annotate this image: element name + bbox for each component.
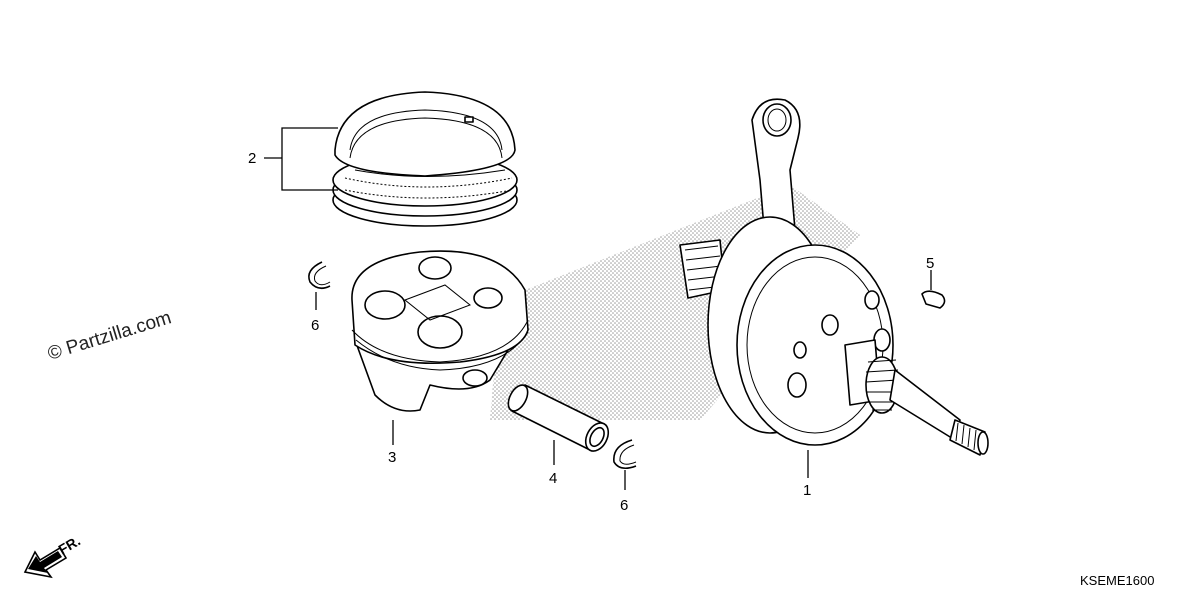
callout-6-right-label: 6 (620, 497, 628, 514)
callout-2-leader (264, 127, 338, 191)
piston-pin[interactable] (504, 382, 613, 455)
piston-ring-set[interactable] (332, 91, 518, 227)
crankshaft[interactable] (679, 98, 989, 456)
pin-clip-left[interactable] (308, 261, 331, 310)
pin-clip-right[interactable] (613, 439, 637, 490)
diagram-code: KSEME1600 (1080, 573, 1154, 588)
arrow-down-left-icon (23, 546, 68, 579)
callout-1-label: 1 (803, 482, 811, 499)
callout-4-label: 4 (549, 470, 557, 487)
callout-6-left-label: 6 (311, 317, 319, 334)
watermark-text: © Partzilla.com (45, 307, 174, 365)
woodruff-key[interactable] (921, 290, 946, 309)
callout-3-label: 3 (388, 449, 396, 466)
callout-5-label: 5 (926, 255, 934, 272)
piston[interactable] (351, 250, 529, 412)
callout-2-label: 2 (248, 150, 256, 167)
